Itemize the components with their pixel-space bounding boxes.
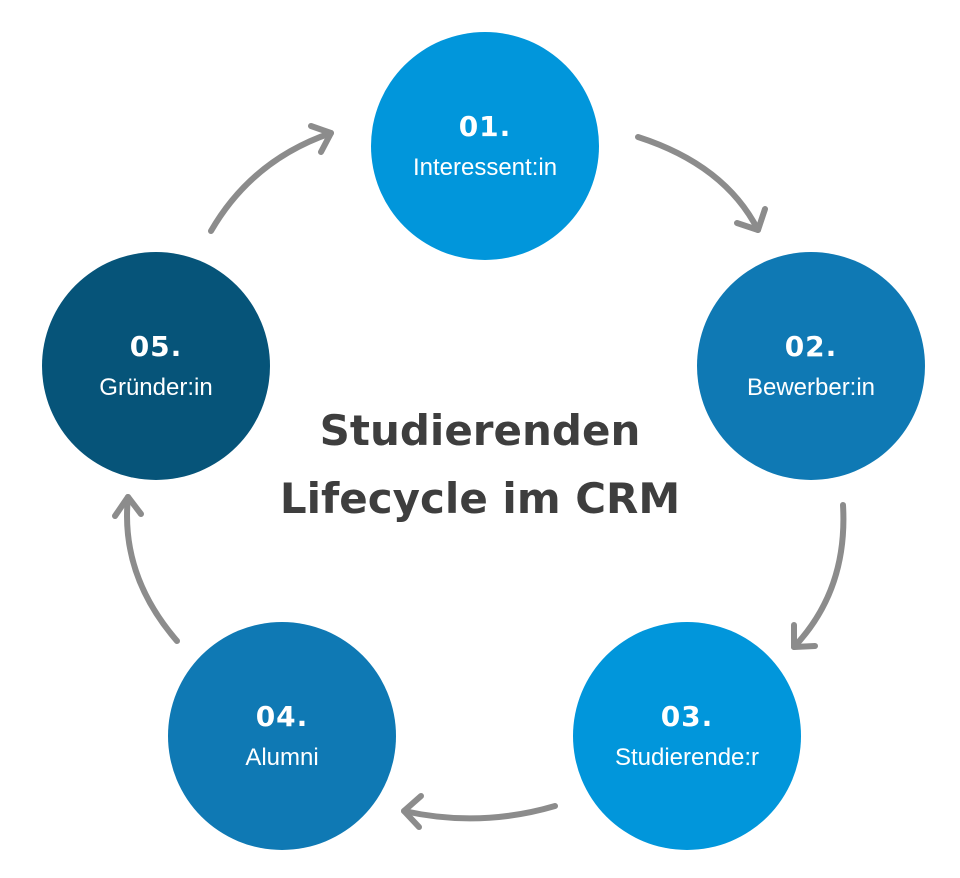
stage-number: 03. <box>660 700 714 733</box>
arrow-04-to-05 <box>112 494 180 644</box>
arrow-05-to-01 <box>208 123 334 234</box>
diagram-title-line-2: Lifecycle im CRM <box>279 474 681 523</box>
stage-02-bewerber: 02. Bewerber:in <box>697 252 925 480</box>
stage-label: Interessent:in <box>412 154 558 181</box>
stage-05-gruender: 05. Gründer:in <box>42 252 270 480</box>
stage-number: 01. <box>458 110 512 143</box>
arrow-02-to-03 <box>791 502 847 650</box>
stage-label: Gründer:in <box>99 374 213 401</box>
stage-number: 04. <box>255 700 309 733</box>
stage-number: 05. <box>129 330 183 363</box>
stage-label: Studierende:r <box>614 744 760 771</box>
stage-01-interessent: 01. Interessent:in <box>371 32 599 260</box>
stage-label: Bewerber:in <box>746 374 876 401</box>
arrow-03-to-04 <box>401 793 558 830</box>
stage-label: Alumni <box>245 744 319 771</box>
stage-04-alumni: 04. Alumni <box>168 622 396 850</box>
stage-number: 02. <box>784 330 838 363</box>
diagram-title-line-1: Studierenden <box>319 406 641 455</box>
arrow-01-to-02 <box>635 134 768 233</box>
stage-03-studierende: 03. Studierende:r <box>573 622 801 850</box>
